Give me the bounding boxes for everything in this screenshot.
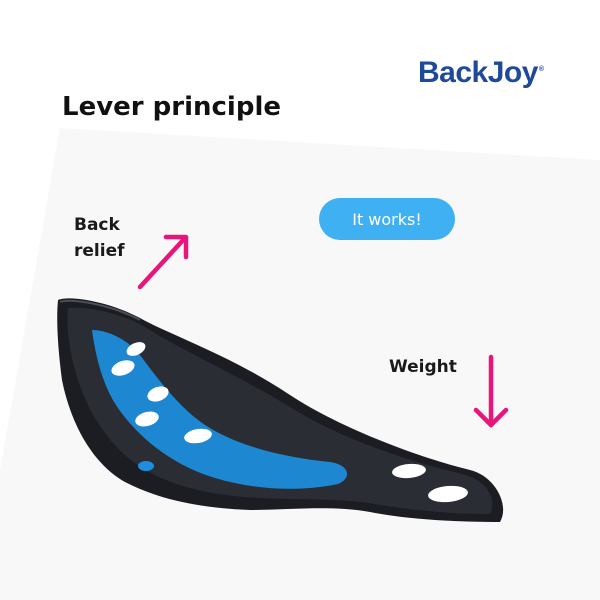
it-works-badge: It works! bbox=[319, 198, 455, 240]
weight-label: Weight bbox=[389, 357, 457, 377]
brand-logo-text: BackJoy bbox=[418, 56, 538, 89]
page-title: Lever principle bbox=[62, 92, 281, 122]
brand-logo: BackJoy® bbox=[418, 56, 544, 90]
back-relief-label: Back relief bbox=[74, 215, 125, 261]
registered-mark: ® bbox=[538, 66, 544, 73]
